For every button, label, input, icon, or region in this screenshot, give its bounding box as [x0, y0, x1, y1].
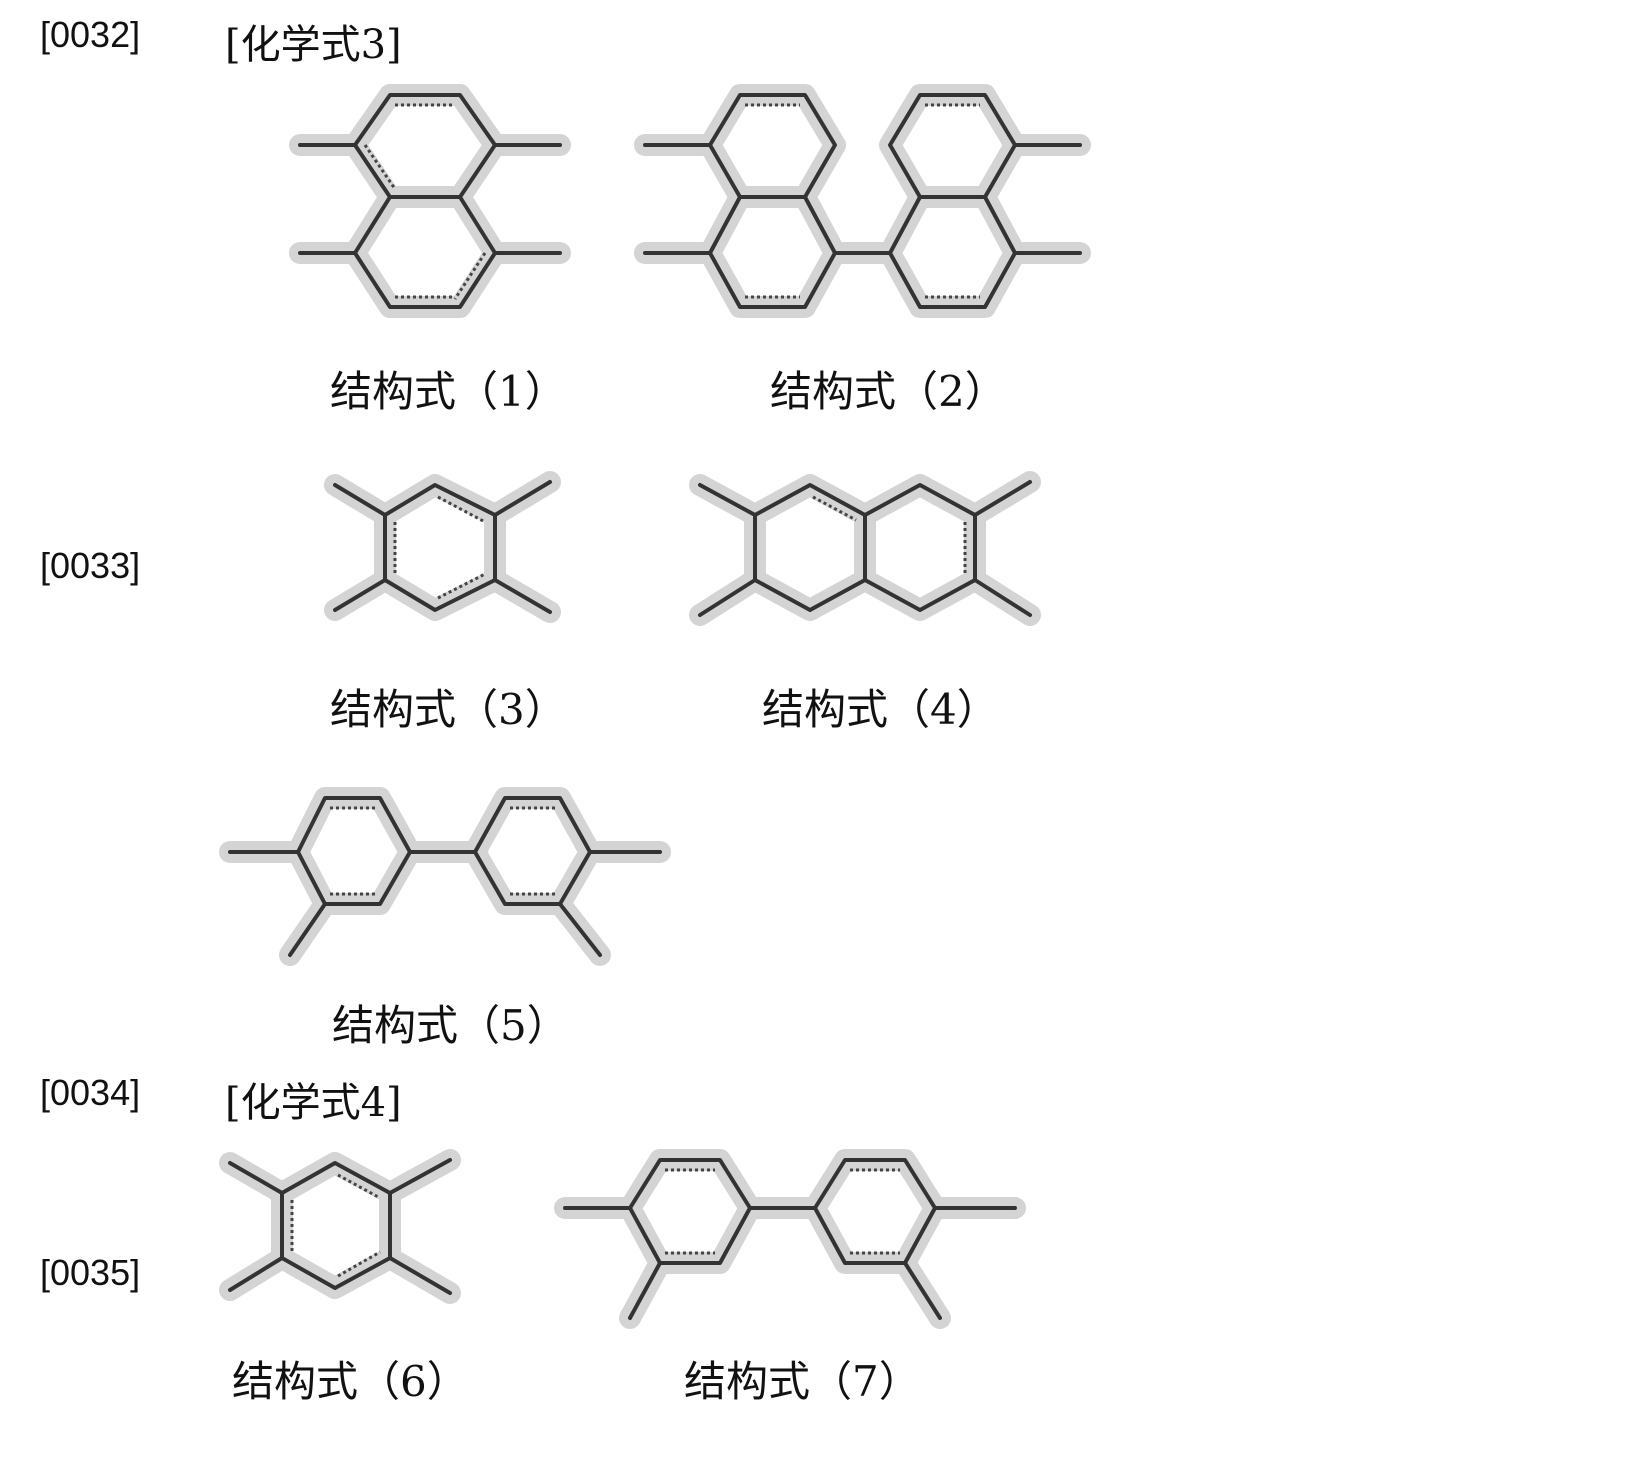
- structural-formula-2: [634, 84, 1091, 318]
- caption-structure-7: 结构式（7）: [684, 1357, 921, 1406]
- structural-formula-4: [689, 471, 1041, 626]
- formula-heading-4: [化学式4]: [225, 1080, 402, 1126]
- structural-formula-1: [289, 84, 571, 318]
- caption-structure-6: 结构式（6）: [232, 1357, 469, 1406]
- structural-formula-3: [324, 471, 561, 623]
- paragraph-number-0034: [0034]: [40, 1072, 141, 1113]
- structural-formula-5: [219, 787, 671, 966]
- caption-structure-4: 结构式（4）: [762, 685, 999, 734]
- paragraph-number-0032: [0032]: [40, 14, 141, 55]
- caption-structure-1: 结构式（1）: [330, 367, 567, 416]
- caption-structure-5: 结构式（5）: [332, 1001, 569, 1050]
- paragraph-number-0035: [0035]: [40, 1252, 141, 1293]
- structural-formula-6: [219, 1149, 461, 1304]
- formula-heading-3: [化学式3]: [225, 22, 402, 68]
- structural-formula-7: [554, 1149, 1026, 1329]
- caption-structure-3: 结构式（3）: [330, 685, 567, 734]
- paragraph-number-0033: [0033]: [40, 545, 141, 586]
- caption-structure-2: 结构式（2）: [770, 367, 1007, 416]
